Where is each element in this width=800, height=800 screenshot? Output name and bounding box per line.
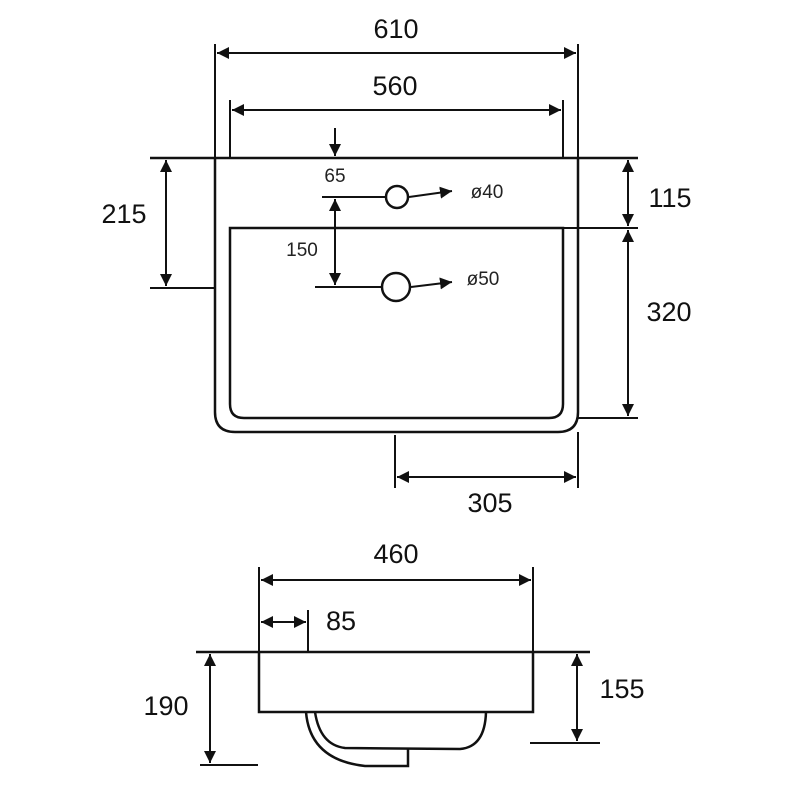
- dim-85-label: 85: [326, 606, 356, 636]
- side-bowl-outline: [304, 711, 410, 768]
- side-view: 460 85 190 155: [143, 539, 645, 768]
- dim-560-label: 560: [372, 71, 417, 101]
- dim-65-label: 65: [324, 166, 345, 187]
- waste-hole: [380, 271, 412, 303]
- dim-155-label: 155: [599, 674, 644, 704]
- waste-hole-leader: [410, 277, 453, 290]
- top-view: 610 560 215 115 320 305 65 ø40 ø50 150: [101, 14, 691, 518]
- tap-hole: [384, 184, 410, 210]
- dim-215-label: 215: [101, 199, 146, 229]
- dim-150-label: 150: [286, 240, 318, 261]
- basin-outline: [213, 158, 580, 434]
- waste-hole-label: ø50: [467, 269, 500, 290]
- tap-hole-label: ø40: [471, 182, 504, 203]
- tap-hole-leader: [408, 186, 453, 199]
- dim-190-label: 190: [143, 691, 188, 721]
- dim-320-label: 320: [646, 297, 691, 327]
- dim-460-label: 460: [373, 539, 418, 569]
- dim-610-label: 610: [373, 14, 418, 44]
- bowl-outline: [228, 226, 565, 420]
- side-bowl-inner: [313, 711, 488, 751]
- side-body-outline: [257, 652, 535, 714]
- dim-305-label: 305: [467, 488, 512, 518]
- dim-115-label: 115: [648, 183, 691, 213]
